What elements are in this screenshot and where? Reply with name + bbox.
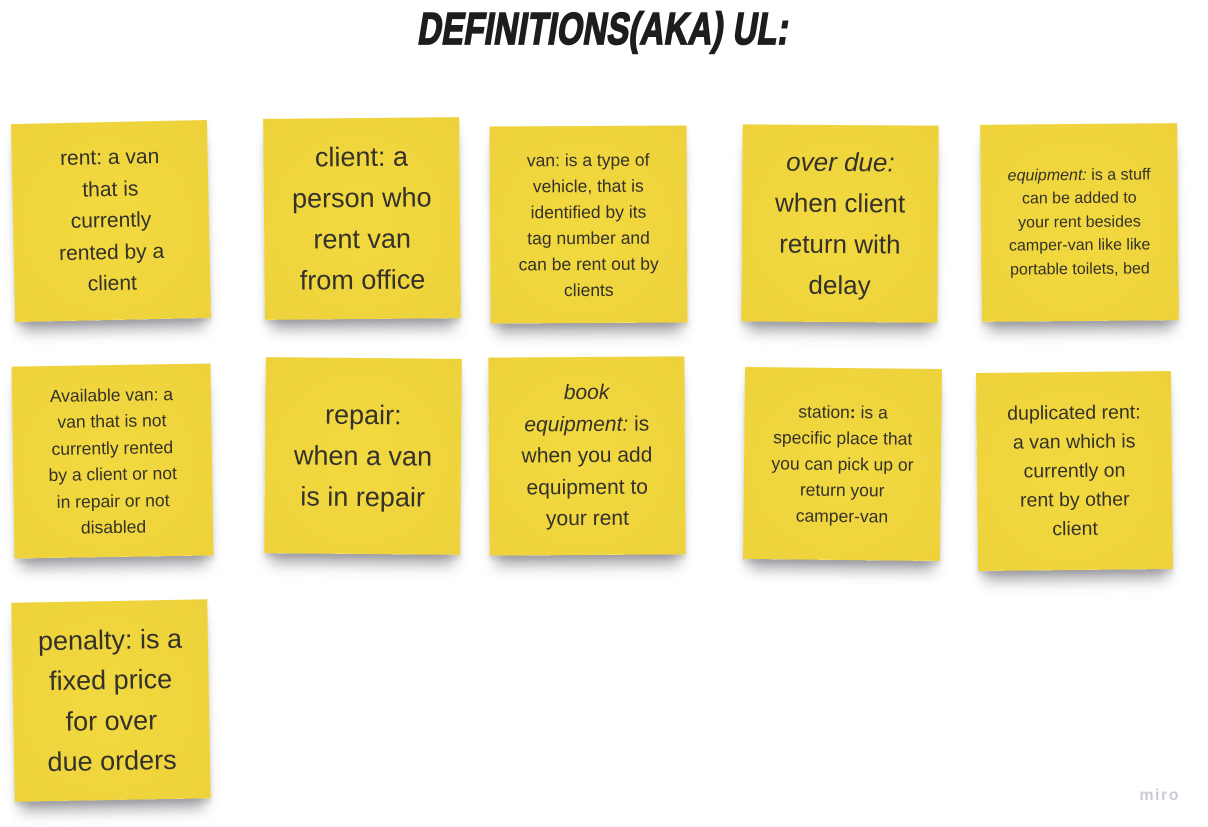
note-text-segment: equipment: bbox=[1007, 166, 1087, 185]
sticky-note-book-equipment[interactable]: book equipment: is when you add equipmen… bbox=[488, 356, 686, 556]
sticky-note-client[interactable]: client: a person who rent van from offic… bbox=[263, 117, 461, 320]
sticky-note-text: rent: a van that is currently rented by … bbox=[11, 140, 210, 302]
note-text-segment: book equipment: bbox=[524, 381, 629, 437]
sticky-note-rent[interactable]: rent: a van that is currently rented by … bbox=[10, 119, 212, 323]
sticky-note-text: Available van: a van that is not current… bbox=[12, 380, 213, 542]
sticky-note-text: station: is a specific place that you ca… bbox=[743, 398, 941, 530]
sticky-note-station[interactable]: station: is a specific place that you ca… bbox=[743, 366, 942, 562]
board-title[interactable]: DEFINITIONS(AKA) UL: bbox=[414, 4, 794, 55]
sticky-note-duplicated-rent[interactable]: duplicated rent: a van which is currentl… bbox=[975, 370, 1174, 572]
sticky-note-van[interactable]: van: is a type of vehicle, that is ident… bbox=[489, 125, 688, 324]
board-title-wrap: DEFINITIONS(AKA) UL: bbox=[0, 4, 1208, 55]
sticky-note-text: over due: when client return with delay bbox=[741, 141, 938, 306]
note-text-segment: penalty: is a fixed price for over due o… bbox=[37, 623, 183, 778]
note-text-segment: Available van: a van that is not current… bbox=[48, 383, 178, 538]
note-text-segment: client: a person who rent van from offic… bbox=[291, 141, 432, 296]
sticky-note-equipment[interactable]: equipment: is a stuff can be added to yo… bbox=[980, 123, 1179, 322]
note-text-segment: station bbox=[798, 401, 850, 423]
sticky-note-repair[interactable]: repair: when a van is in repair bbox=[264, 357, 462, 555]
sticky-note-text: repair: when a van is in repair bbox=[264, 394, 461, 519]
miro-watermark: miro bbox=[1139, 787, 1180, 804]
note-text-segment: repair: when a van is in repair bbox=[293, 399, 433, 513]
note-text-segment: van: is a type of vehicle, that is ident… bbox=[518, 149, 659, 300]
sticky-note-text: client: a person who rent van from offic… bbox=[263, 136, 460, 302]
sticky-note-text: penalty: is a fixed price for over due o… bbox=[12, 618, 211, 783]
sticky-note-text: book equipment: is when you add equipmen… bbox=[488, 377, 685, 536]
sticky-note-text: van: is a type of vehicle, that is ident… bbox=[490, 146, 688, 303]
note-text-segment: rent: a van that is currently rented by … bbox=[58, 145, 165, 296]
sticky-note-available-van[interactable]: Available van: a van that is not current… bbox=[11, 363, 214, 559]
sticky-note-over-due[interactable]: over due: when client return with delay bbox=[741, 124, 939, 323]
note-text-segment: duplicated rent: a van which is currentl… bbox=[1007, 400, 1141, 540]
sticky-note-text: duplicated rent: a van which is currentl… bbox=[976, 397, 1173, 544]
note-text-segment: over due: bbox=[786, 146, 895, 177]
sticky-note-text: equipment: is a stuff can be added to yo… bbox=[980, 163, 1178, 282]
sticky-note-penalty[interactable]: penalty: is a fixed price for over due o… bbox=[11, 599, 211, 802]
